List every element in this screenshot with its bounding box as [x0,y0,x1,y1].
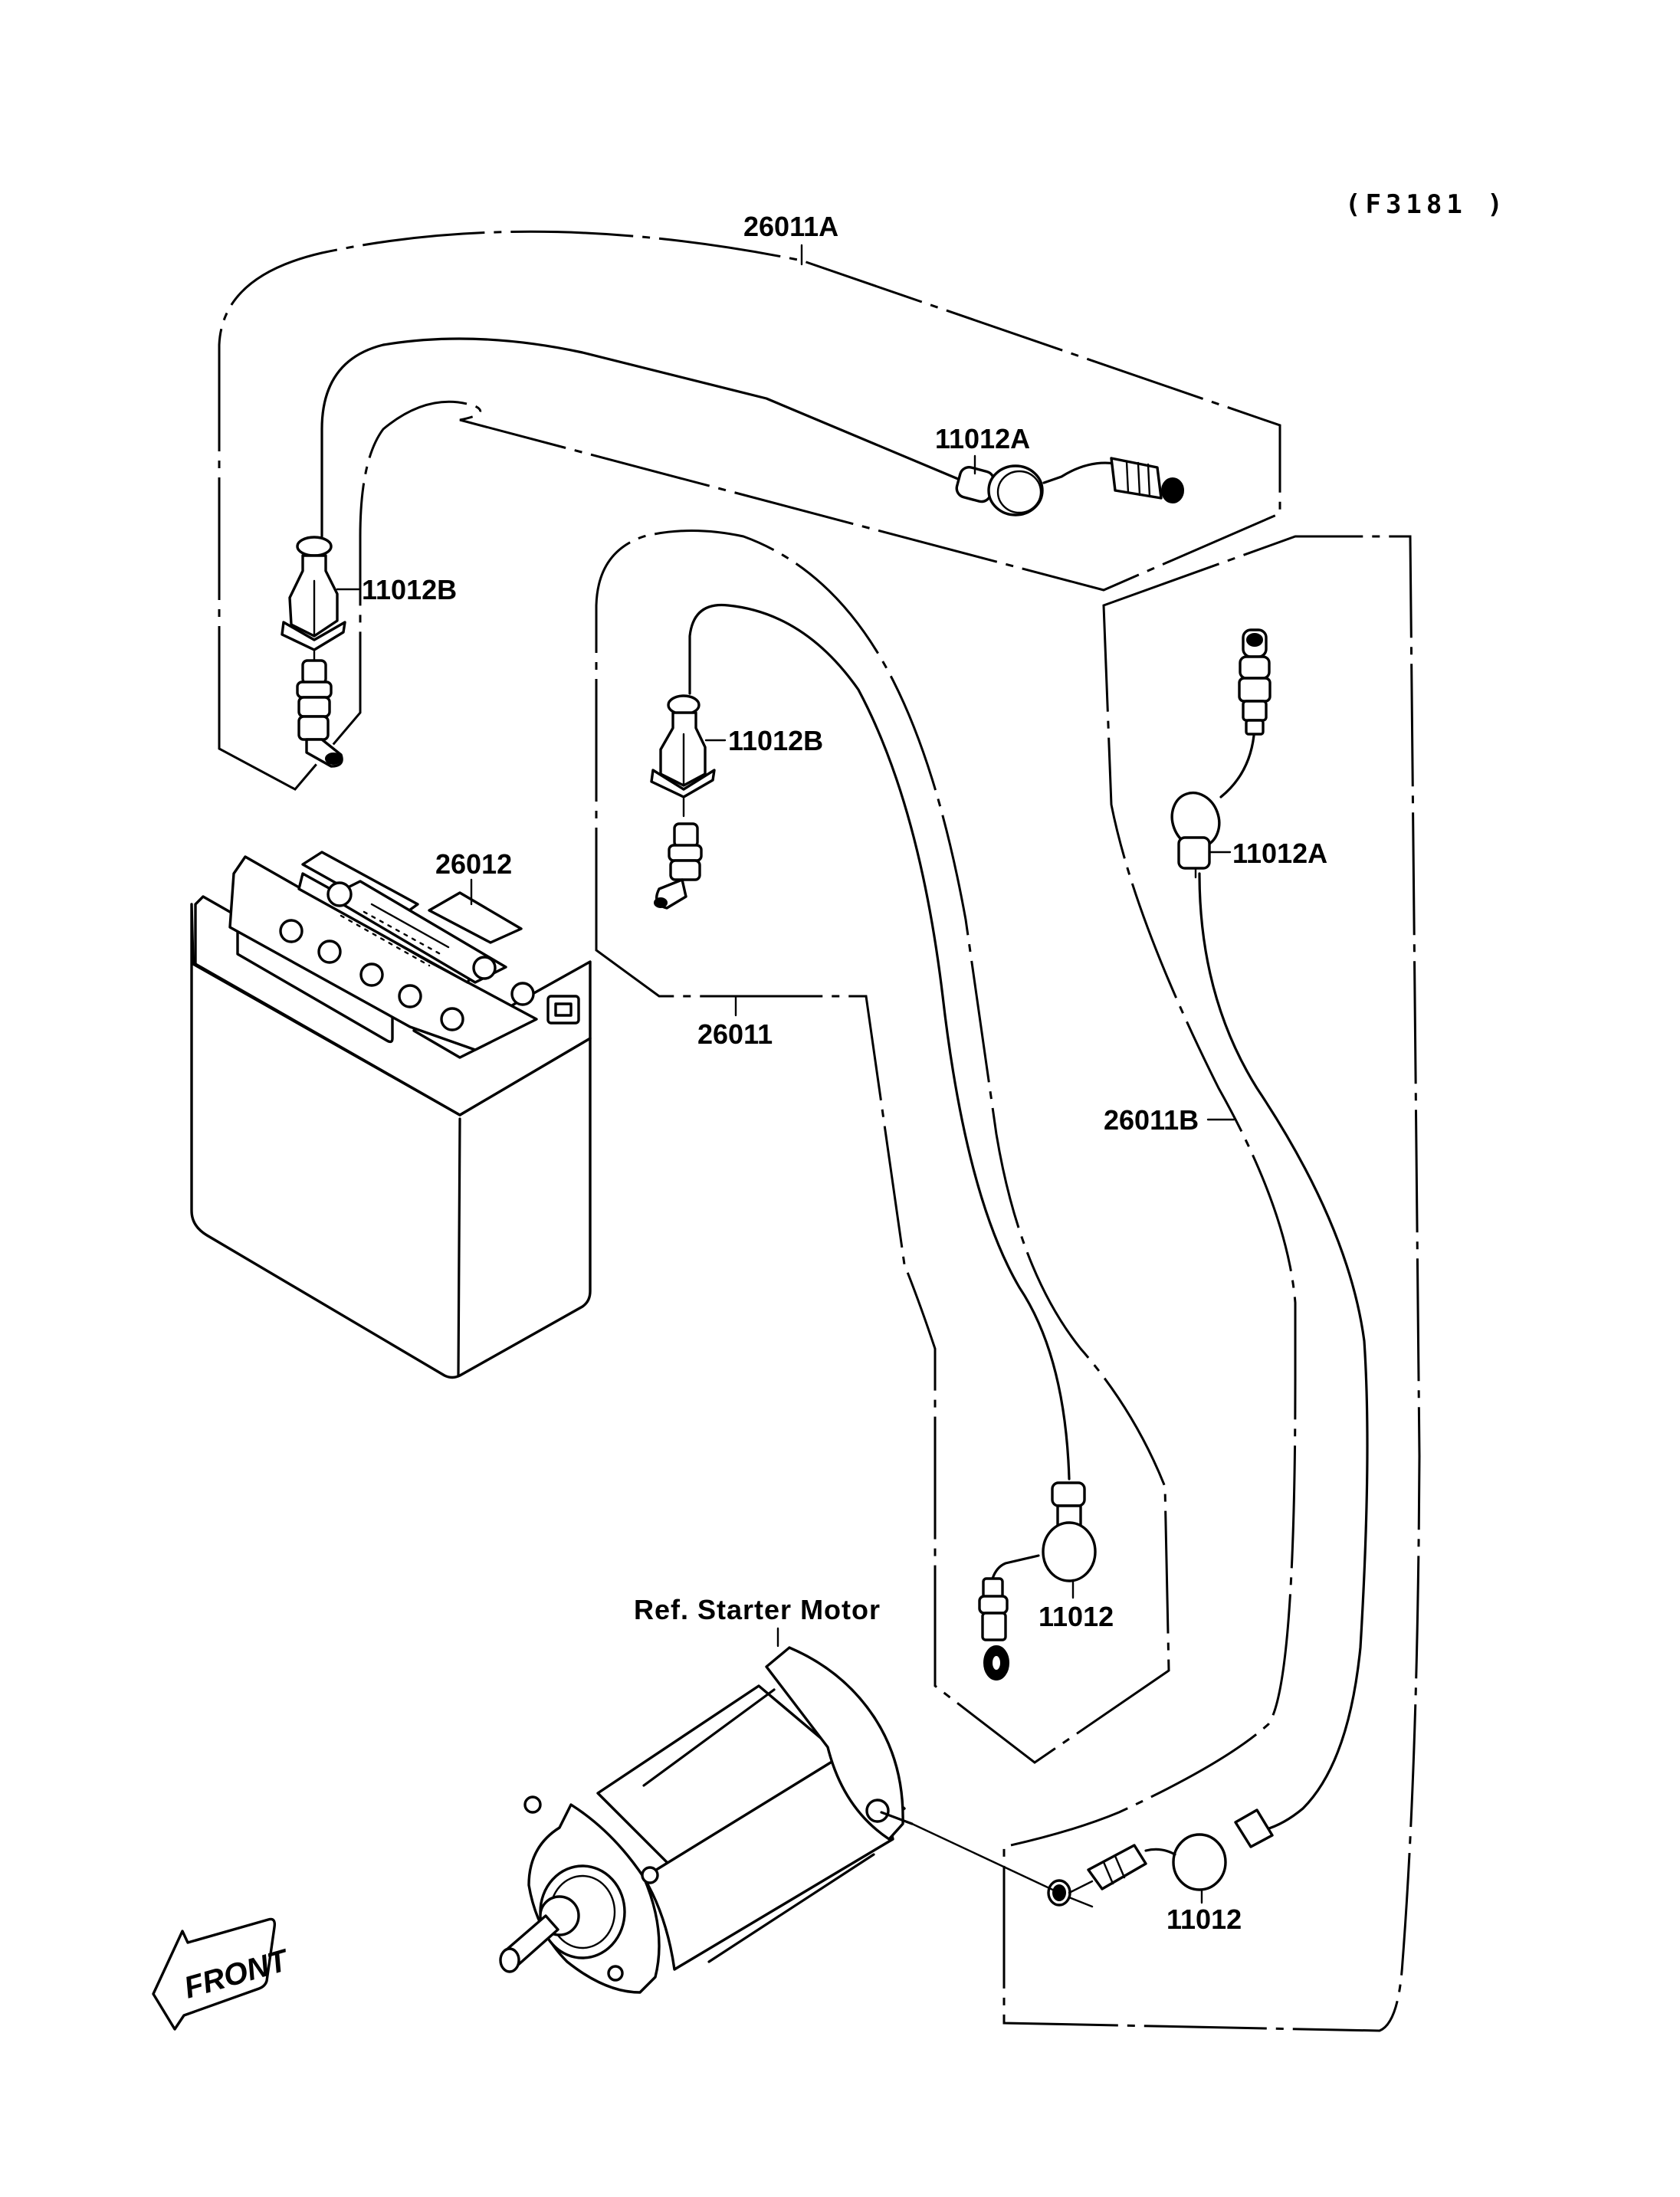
plug-boot-11012b-left [281,536,346,768]
callout-26011b: 26011B [1104,1104,1199,1136]
plug-cap-11012-right-bottom [1047,1808,1274,1908]
arrow-left-icon [152,1917,277,2031]
cable-26011b-wire [1198,872,1369,1833]
callout-11012a-right: 11012A [1232,838,1327,869]
plug-cap-11012-middle-bottom [978,1481,1097,1681]
callout-26011: 26011 [697,1018,773,1050]
callout-11012-right-bottom: 11012 [1166,1904,1242,1935]
callout-26012: 26012 [435,848,512,880]
group-outline-26011 [595,530,1170,1764]
cable-26011-wire [688,603,1071,1481]
callout-26011a: 26011A [743,211,838,242]
plug-cap-11012a-top [955,457,1184,516]
starter-motor [499,1646,1061,1994]
figure-code: (F3181 ) [1345,189,1508,220]
battery-26012 [190,851,592,1379]
callout-11012-middle-bottom: 11012 [1039,1601,1114,1632]
plug-boot-11012b-middle [650,694,716,910]
front-direction-arrow[interactable]: FRONT [152,1917,294,2031]
plug-cap-11012a-right [1170,628,1271,879]
group-outline-26011b [1002,535,1421,2032]
callout-11012b-middle: 11012B [728,725,823,756]
cable-26011a-wire [320,337,960,538]
reference-label-starter-motor: Ref. Starter Motor [634,1594,881,1625]
group-outline-26011a [218,230,1281,791]
callout-11012a-top: 11012A [935,423,1030,454]
callout-11012b-left: 11012B [362,574,457,605]
